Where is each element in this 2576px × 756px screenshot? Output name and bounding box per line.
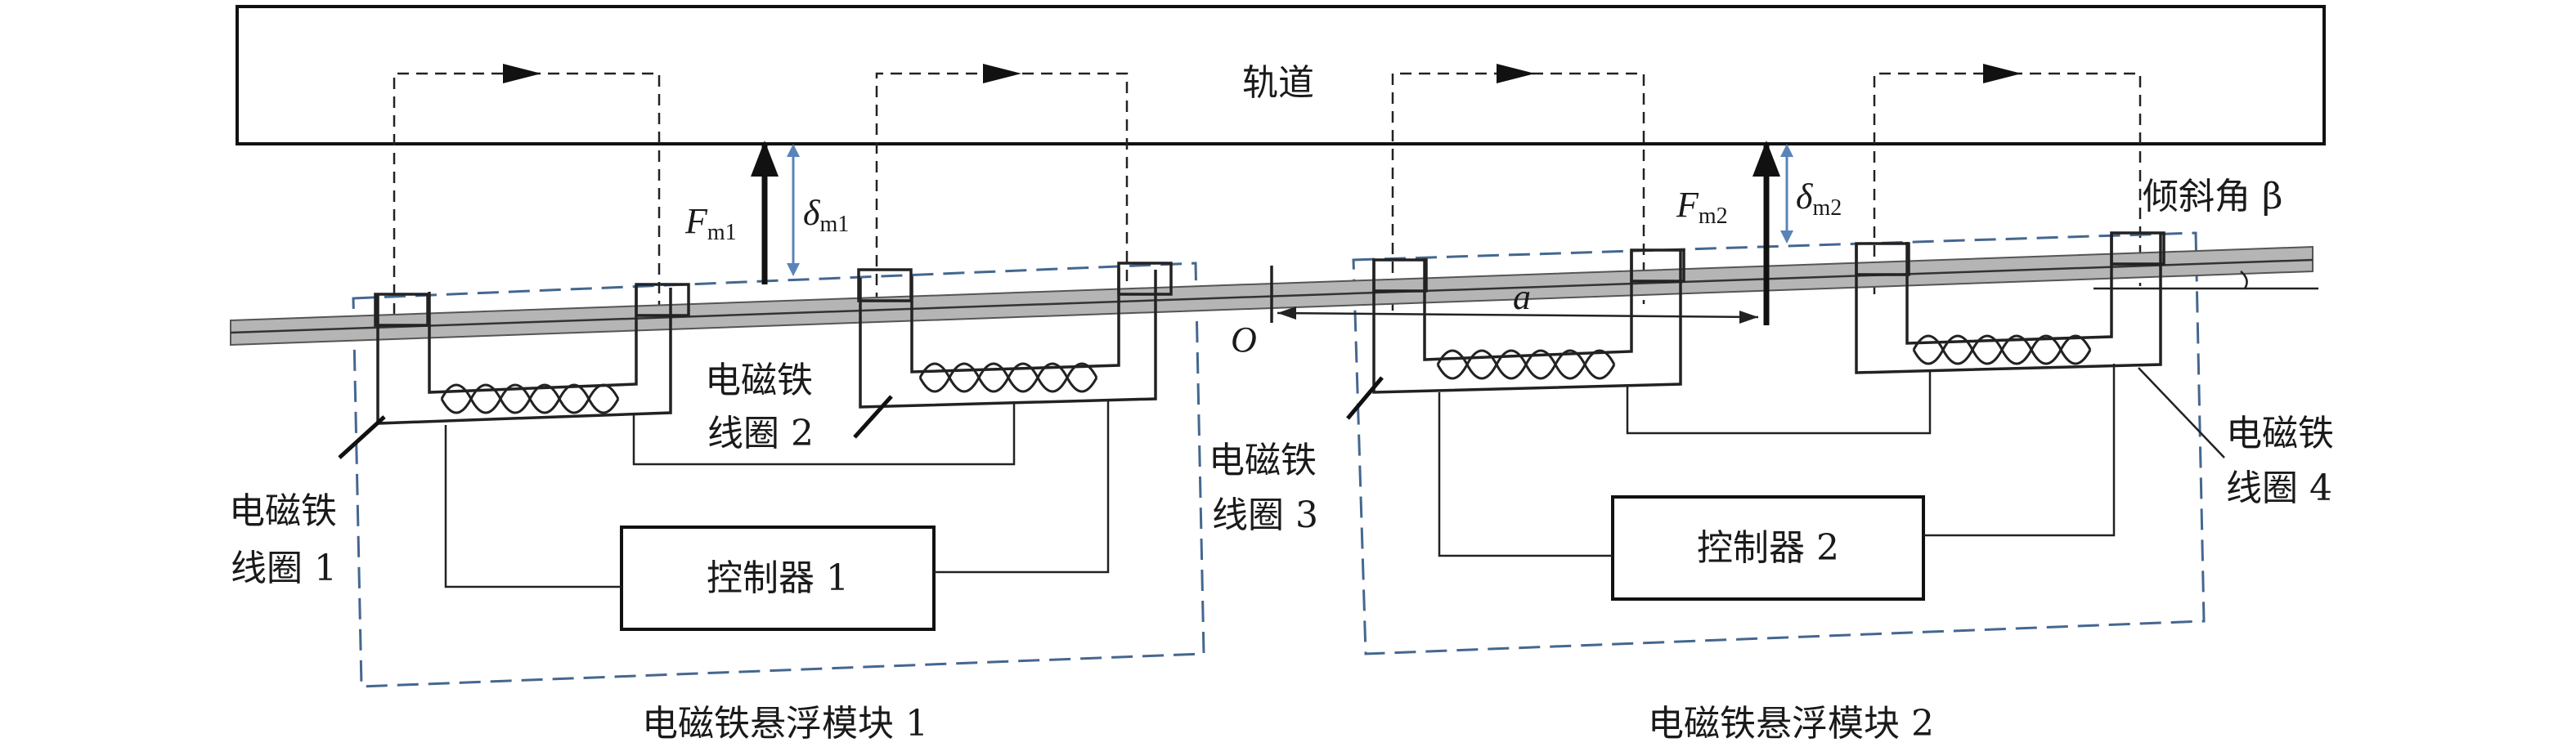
flux-loop-3 <box>1391 64 1645 311</box>
force-fm2-label: Fm2 <box>1676 185 1728 229</box>
flux-arrow-4 <box>1983 64 2022 83</box>
module-1-boundary <box>352 262 1205 688</box>
coil-4-label-line2: 线圈 4 <box>2226 467 2332 509</box>
coil-2-label-line1: 电磁铁 <box>705 360 813 401</box>
distance-a-label: a <box>1513 277 1531 317</box>
coil-1-label-line1: 电磁铁 <box>229 490 337 532</box>
track-label: 轨道 <box>1242 62 1314 104</box>
coil-2-leader <box>853 395 893 439</box>
track-rail <box>236 5 2326 145</box>
coil-4-leader <box>2138 367 2225 459</box>
force-fm1-label: Fm1 <box>684 201 737 245</box>
gap-marker-1 <box>787 144 800 276</box>
force-fm1-head <box>751 141 779 177</box>
flux-arrow-1 <box>503 64 541 83</box>
flux-arrow-3 <box>1497 64 1535 83</box>
gap-marker-2 <box>1780 144 1793 244</box>
coil-3-leader <box>1346 376 1384 420</box>
tilt-angle-arc <box>2240 271 2248 289</box>
gap-dm2-label: δm2 <box>1796 177 1842 221</box>
controller-1-label: 控制器 1 <box>707 557 849 599</box>
module-1-caption: 电磁铁悬浮模块 1 <box>642 703 928 745</box>
controller-1-box <box>620 526 936 631</box>
controller-2-label: 控制器 2 <box>1697 527 1839 569</box>
wiring-module-2 <box>1438 364 2116 557</box>
coil-1-label-line2: 线圈 1 <box>231 548 337 589</box>
coil-3-label-line1: 电磁铁 <box>1209 440 1317 481</box>
electromagnet-1 <box>374 283 690 425</box>
controller-2-box <box>1611 495 1925 601</box>
gap-dm1-label: δm1 <box>803 193 849 237</box>
origin-label: O <box>1231 320 1257 360</box>
coil-1-leader <box>338 415 386 459</box>
distance-a-dimension <box>1277 306 1759 324</box>
flux-loop-1 <box>393 64 661 333</box>
wiring-module-1 <box>444 400 1110 588</box>
flux-loop-4 <box>1873 64 2142 294</box>
force-fm2-head <box>1752 141 1780 177</box>
coil-winding-3 <box>1436 349 1616 380</box>
tilt-angle-label: 倾斜角 β <box>2143 176 2282 217</box>
flux-arrow-2 <box>983 64 1021 83</box>
electromagnet-2 <box>857 262 1173 409</box>
coil-2-label-line2: 线圈 2 <box>707 413 814 454</box>
coil-winding-2 <box>918 362 1098 393</box>
flux-loop-2 <box>875 64 1129 323</box>
coil-4-label-line1: 电磁铁 <box>2226 413 2334 454</box>
module-2-caption: 电磁铁悬浮模块 2 <box>1648 703 1934 745</box>
coil-3-label-line2: 线圈 3 <box>1212 494 1318 536</box>
module-2-boundary <box>1352 231 2206 655</box>
coil-winding-4 <box>1912 334 2092 365</box>
coil-winding-1 <box>440 383 620 414</box>
